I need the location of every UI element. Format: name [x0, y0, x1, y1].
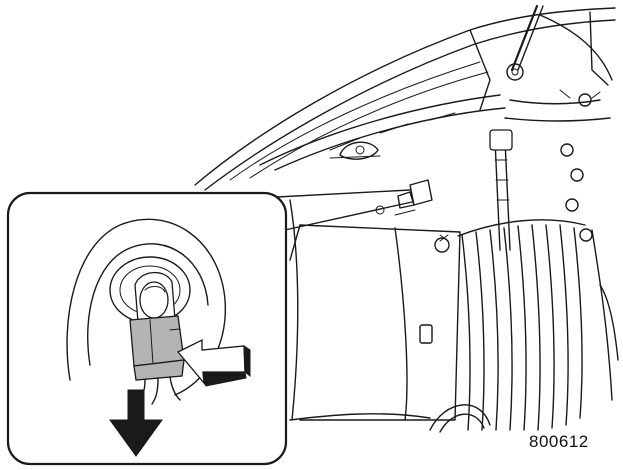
harness-connector	[129, 315, 185, 405]
detail-inset	[6, 191, 288, 466]
corrugated-hose	[457, 219, 586, 431]
hood-support-rod	[510, 4, 539, 72]
callout-leader	[257, 189, 411, 199]
headlamp-housing	[66, 218, 227, 396]
bulb-socket	[134, 271, 176, 323]
engine-bay	[194, 4, 619, 433]
arrow-left-icon	[176, 338, 251, 387]
arrow-down-icon	[109, 389, 163, 457]
figure-number: 800612	[529, 432, 589, 451]
